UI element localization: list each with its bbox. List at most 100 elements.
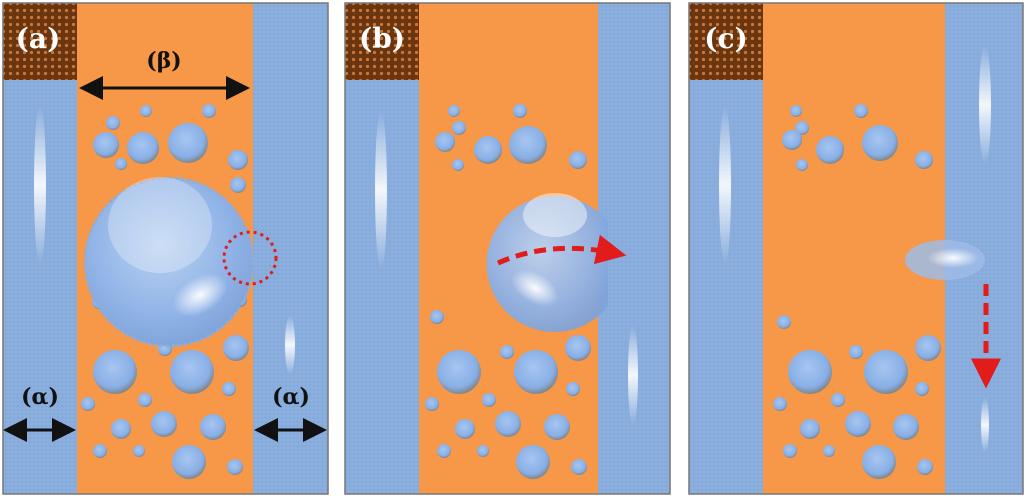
panel-b: (b) <box>344 2 671 495</box>
particle <box>893 414 919 440</box>
particles <box>773 104 941 479</box>
particle <box>138 393 152 407</box>
particle <box>795 121 809 135</box>
particle <box>172 445 206 479</box>
particle <box>862 125 898 161</box>
particle <box>228 150 248 170</box>
hatched-region <box>689 3 763 80</box>
particle <box>168 123 208 163</box>
particle <box>127 132 159 164</box>
hatched-region <box>3 3 77 80</box>
light-streak <box>285 315 295 375</box>
particle <box>200 414 226 440</box>
particle <box>788 350 832 394</box>
particle <box>81 397 95 411</box>
particle <box>437 444 451 458</box>
particle <box>230 177 246 193</box>
particle <box>115 158 127 170</box>
particle <box>151 411 177 437</box>
particle <box>831 393 845 407</box>
light-streak <box>375 110 387 270</box>
light-streak <box>719 105 731 265</box>
alpha-phase-right <box>253 3 328 494</box>
particle <box>854 104 868 118</box>
panel-frame <box>688 2 1024 495</box>
hatched-region <box>345 3 419 80</box>
particle <box>111 419 131 439</box>
interface-highlight-circle <box>222 230 278 286</box>
light-streak <box>628 325 638 425</box>
particle <box>796 159 808 171</box>
panel-c: (c) <box>688 2 1024 495</box>
particle <box>222 382 236 396</box>
particle <box>565 335 591 361</box>
panel-label-c: (c) <box>704 22 748 55</box>
particle <box>790 105 802 117</box>
alpha-label-left: (α) <box>21 384 59 410</box>
particle <box>500 345 514 359</box>
particle <box>509 126 547 164</box>
particle <box>917 459 933 475</box>
panel-frame <box>2 2 329 495</box>
particle <box>571 459 587 475</box>
particles <box>81 104 249 479</box>
particle <box>823 445 835 457</box>
particle <box>845 411 871 437</box>
particle <box>782 130 802 150</box>
light-streak <box>34 105 46 265</box>
particle <box>777 315 791 329</box>
particle <box>430 310 444 324</box>
particle <box>864 350 908 394</box>
particle <box>474 136 502 164</box>
particle <box>452 121 466 135</box>
alpha-label-right: (α) <box>272 384 310 410</box>
panel-label-b: (b) <box>359 22 405 55</box>
particle <box>93 350 137 394</box>
large-bubble <box>83 176 255 348</box>
light-streak <box>981 397 989 453</box>
particle <box>773 397 787 411</box>
particle <box>544 414 570 440</box>
light-streak <box>979 45 991 165</box>
beta-label: (β) <box>146 48 181 74</box>
particle <box>448 105 460 117</box>
particle <box>93 132 119 158</box>
particle <box>170 350 214 394</box>
particle <box>915 382 929 396</box>
particles <box>425 104 591 479</box>
particle <box>140 105 152 117</box>
panel-label-a: (a) <box>16 22 61 55</box>
particle <box>202 104 216 118</box>
particle <box>915 335 941 361</box>
absorbed-bubble <box>905 240 985 280</box>
particle <box>482 393 496 407</box>
particle <box>849 345 863 359</box>
particle <box>569 151 587 169</box>
particle <box>133 445 145 457</box>
particle <box>516 445 550 479</box>
bubble-crossing-interface <box>486 193 608 332</box>
particle <box>455 419 475 439</box>
particle <box>223 335 249 361</box>
particle <box>915 151 933 169</box>
panel-a: (β) (α) (α) (a) <box>2 2 329 495</box>
particle <box>425 397 439 411</box>
particle <box>477 445 489 457</box>
lateral-migration-arrow <box>496 234 627 266</box>
particle <box>783 444 797 458</box>
particle <box>513 104 527 118</box>
particle <box>816 136 844 164</box>
particle <box>93 444 107 458</box>
panel-frame <box>344 2 671 495</box>
particle <box>566 382 580 396</box>
particle <box>437 350 481 394</box>
particle <box>435 132 455 152</box>
particle <box>495 411 521 437</box>
particle <box>106 116 120 130</box>
particle <box>227 459 243 475</box>
particle <box>514 350 558 394</box>
particle <box>452 159 464 171</box>
particle <box>800 419 820 439</box>
